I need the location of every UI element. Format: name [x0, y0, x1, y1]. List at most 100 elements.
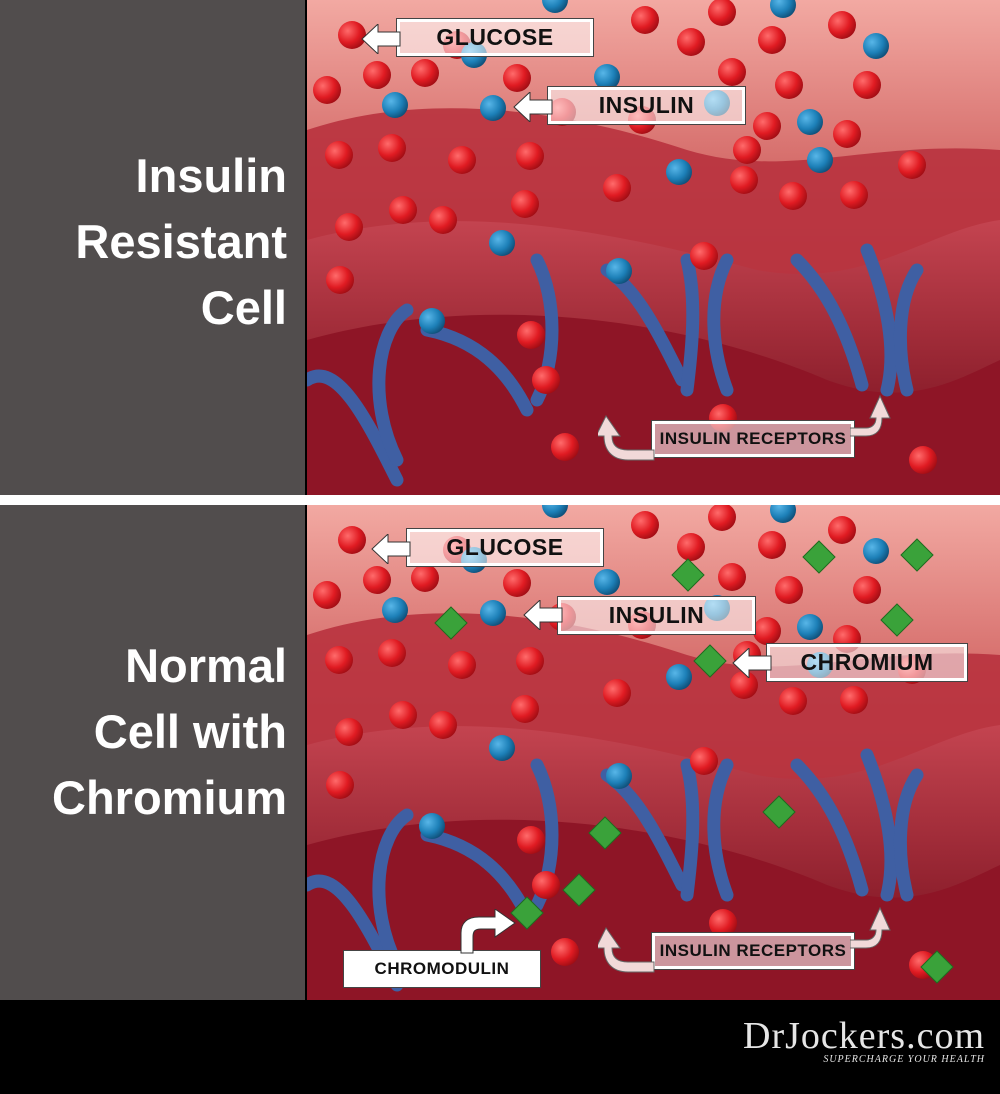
glucose-molecule [753, 112, 781, 140]
receptor-right-arrow-icon [850, 906, 891, 949]
glucose-molecule [753, 617, 781, 645]
glucose-molecule [833, 120, 861, 148]
chromium-molecule [900, 538, 934, 572]
glucose-molecule [389, 701, 417, 729]
glucose-molecule [429, 711, 457, 739]
glucose-molecule [326, 771, 354, 799]
glucose-molecule [511, 190, 539, 218]
chromium-arrow-icon [732, 648, 772, 678]
glucose-molecule [730, 671, 758, 699]
insulin-arrow-icon [523, 600, 563, 630]
insulin-molecule [797, 614, 823, 640]
chromium-molecule [802, 540, 836, 574]
chromium-molecule [510, 896, 544, 930]
insulin-molecule [606, 763, 632, 789]
brand-logo: DrJockers.com SUPERCHARGE YOUR HEALTH [743, 1016, 985, 1065]
insulin-receptors-label: INSULIN RECEPTORS [651, 420, 855, 458]
insulin-molecule [489, 230, 515, 256]
glucose-molecule [335, 213, 363, 241]
glucose-molecule [411, 564, 439, 592]
glucose-molecule [411, 59, 439, 87]
insulin-label: INSULIN [547, 86, 746, 125]
insulin-molecule [542, 0, 568, 13]
glucose-molecule [532, 366, 560, 394]
glucose-molecule [758, 531, 786, 559]
glucose-molecule [517, 826, 545, 854]
glucose-molecule [718, 58, 746, 86]
panel-sidebar: Insulin Resistant Cell [0, 0, 305, 495]
glucose-molecule [631, 6, 659, 34]
glucose-molecule [758, 26, 786, 54]
glucose-molecule [828, 11, 856, 39]
glucose-molecule [730, 166, 758, 194]
insulin-molecule [666, 664, 692, 690]
receptor-right-arrow-icon [850, 394, 891, 437]
glucose-molecule [389, 196, 417, 224]
chromium-molecule [920, 950, 954, 984]
glucose-molecule [551, 433, 579, 461]
glucose-molecule [631, 511, 659, 539]
insulin-label: INSULIN [557, 596, 756, 635]
chromium-molecule [693, 644, 727, 678]
brand-tagline: SUPERCHARGE YOUR HEALTH [823, 1054, 985, 1065]
glucose-molecule [775, 576, 803, 604]
panel-sidebar: Normal Cell with Chromium [0, 505, 305, 1000]
glucose-molecule [448, 651, 476, 679]
insulin-molecule [770, 0, 796, 18]
glucose-molecule [733, 136, 761, 164]
glucose-molecule [363, 566, 391, 594]
glucose-molecule [363, 61, 391, 89]
glucose-molecule [898, 151, 926, 179]
insulin-molecule [770, 505, 796, 523]
insulin-molecule [594, 64, 620, 90]
glucose-molecule [338, 21, 366, 49]
insulin-molecule [666, 159, 692, 185]
chromium-molecule [880, 603, 914, 637]
glucose-molecule [325, 646, 353, 674]
glucose-molecule [909, 446, 937, 474]
glucose-molecule [517, 321, 545, 349]
insulin-molecule [480, 600, 506, 626]
receptor-left-arrow-icon [598, 415, 655, 461]
glucose-molecule [690, 747, 718, 775]
glucose-molecule [429, 206, 457, 234]
glucose-label: GLUCOSE [396, 18, 594, 57]
insulin-molecule [419, 308, 445, 334]
insulin-molecule [863, 538, 889, 564]
panel-divider [0, 495, 1000, 505]
glucose-molecule [378, 639, 406, 667]
glucose-molecule [532, 871, 560, 899]
chromium-molecule [434, 606, 468, 640]
insulin-molecule [480, 95, 506, 121]
glucose-molecule [603, 679, 631, 707]
glucose-label: GLUCOSE [406, 528, 604, 567]
glucose-molecule [840, 686, 868, 714]
glucose-molecule [313, 581, 341, 609]
glucose-arrow-icon [361, 24, 401, 54]
glucose-molecule [603, 174, 631, 202]
insulin-molecule [606, 258, 632, 284]
brand-name: DrJockers.com [743, 1015, 985, 1057]
insulin-molecule [382, 92, 408, 118]
glucose-molecule [709, 909, 737, 937]
chromium-molecule [562, 873, 596, 907]
glucose-molecule [338, 526, 366, 554]
insulin-molecule [542, 505, 568, 518]
glucose-arrow-icon [371, 534, 411, 564]
glucose-molecule [690, 242, 718, 270]
glucose-molecule [516, 647, 544, 675]
glucose-molecule [448, 146, 476, 174]
panel-title: Normal Cell with Chromium [52, 639, 287, 824]
glucose-molecule [828, 516, 856, 544]
insulin-molecule [382, 597, 408, 623]
glucose-molecule [511, 695, 539, 723]
glucose-molecule [677, 533, 705, 561]
insulin-resistant-panel: Insulin Resistant Cell [0, 0, 1000, 495]
glucose-molecule [708, 0, 736, 26]
insulin-molecule [807, 147, 833, 173]
chromodulin-arrow-icon [460, 909, 516, 954]
receptor-group [307, 243, 924, 487]
glucose-molecule [551, 938, 579, 966]
chromium-molecule [671, 558, 705, 592]
glucose-molecule [853, 576, 881, 604]
